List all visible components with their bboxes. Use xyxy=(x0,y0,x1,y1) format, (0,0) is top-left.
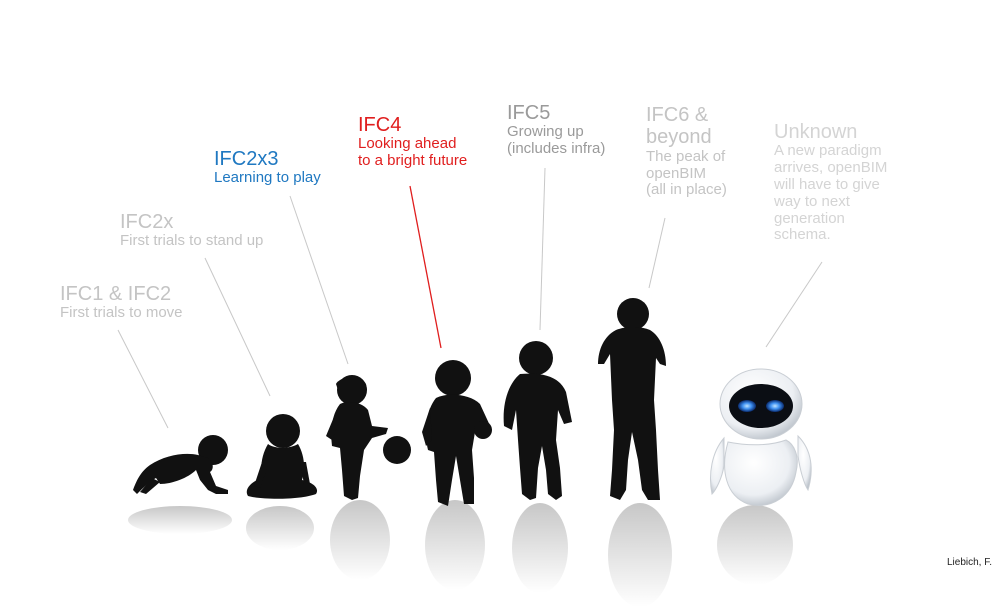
stage-label-ifc6: IFC6 & beyond The peak of openBIM (all i… xyxy=(646,104,727,199)
sitting-baby-silhouette xyxy=(246,414,318,499)
stage-label-ifc4: IFC4 Looking ahead to a bright future xyxy=(358,114,467,170)
stage-subtitle-line: Growing up xyxy=(507,123,584,141)
stage-subtitle-line: The peak of xyxy=(646,147,726,165)
leader-line-ifc1 xyxy=(117,329,169,429)
stage-subtitle-line: to a bright future xyxy=(358,152,468,170)
stage-label-ifc2x3: IFC2x3 Learning to play xyxy=(214,148,321,187)
stage-label-ifc5: IFC5 Growing up (includes infra) xyxy=(507,102,605,158)
stage-subtitle-line: (includes infra) xyxy=(507,140,606,158)
stage-subtitle-line: Looking ahead xyxy=(358,135,457,153)
stage-subtitle-line: way to next xyxy=(774,192,850,210)
stage-title: IFC4 xyxy=(358,114,402,136)
stage-subtitle-line: (all in place) xyxy=(646,181,727,199)
leader-line-ifc2x3 xyxy=(289,195,349,365)
stage-subtitle-line: will have to give xyxy=(774,175,880,193)
right-eye-icon xyxy=(766,400,784,412)
credit-text: Liebich, F. xyxy=(946,557,992,568)
leader-line-ifc6 xyxy=(648,217,666,289)
stage-title-line: IFC6 & xyxy=(646,104,709,126)
stage-title: IFC1 & IFC2 xyxy=(60,283,172,305)
stage-title: IFC2x3 xyxy=(214,148,279,170)
child-with-ball-silhouette xyxy=(422,360,492,506)
leader-line-ifc4 xyxy=(409,185,442,349)
stage-title: IFC5 xyxy=(507,102,551,124)
floor-reflections xyxy=(128,500,793,607)
leader-line-ifc5 xyxy=(539,167,546,331)
stage-title: Unknown xyxy=(774,121,858,143)
stage-subtitle-line: arrives, openBIM xyxy=(774,159,888,177)
stage-subtitle-line: generation xyxy=(774,209,845,227)
stage-subtitle-line: openBIM xyxy=(646,164,707,182)
stage-subtitle-line: schema. xyxy=(774,226,831,244)
boy-silhouette xyxy=(503,341,572,500)
stage-label-ifc1: IFC1 & IFC2 First trials to move xyxy=(60,283,183,322)
stage-subtitle-line: A new paradigm xyxy=(774,142,882,160)
stage-label-ifc2x: IFC2x First trials to stand up xyxy=(120,211,263,250)
leader-line-unknown xyxy=(765,261,823,348)
stage-title: IFC2x xyxy=(120,211,174,233)
stage-subtitle: First trials to stand up xyxy=(120,232,264,250)
toddler-with-ball-silhouette xyxy=(326,375,411,500)
stage-title-line: beyond xyxy=(646,126,712,149)
stage-subtitle: Learning to play xyxy=(214,169,321,187)
man-silhouette xyxy=(598,298,666,500)
leader-line-ifc2x xyxy=(204,257,271,397)
crawling-baby-silhouette xyxy=(133,435,228,494)
left-eye-icon xyxy=(738,400,756,412)
eve-robot xyxy=(710,368,812,506)
stage-subtitle: First trials to move xyxy=(60,304,183,322)
stage-label-unknown: Unknown A new paradigm arrives, openBIM … xyxy=(774,121,887,244)
